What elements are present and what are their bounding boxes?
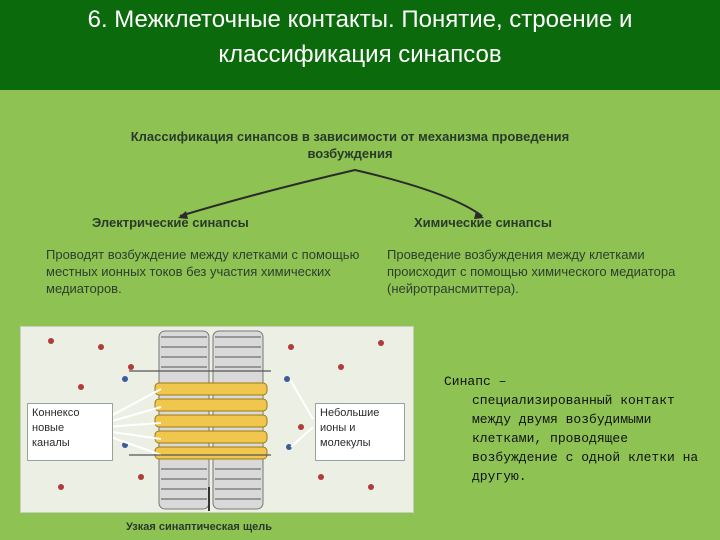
connexon-label-line-1: Коннексо [32,407,80,419]
synaptic-gap-label: Узкая синаптическая щель [126,521,273,533]
chemical-synapses-desc: Проведение возбуждения между клетками пр… [387,247,676,296]
connexon-label-line-2: новые [32,422,65,434]
electrical-synapses-title: Электрические синапсы [92,215,249,230]
pointer-lines [104,380,314,456]
membrane-stripes [161,336,261,500]
classification-tree-lines [178,168,484,219]
ion-dots [48,338,384,490]
tree-branch-line [179,168,483,217]
arrow-left-head [178,211,188,219]
ions-label-line-3: молекулы [320,437,371,449]
synapse-figure: Коннексо новые каналы Небольшие ионы и м… [20,326,414,513]
chemical-synapses-title: Химические синапсы [414,215,552,230]
slide-title-line-1: 6. Межклеточные контакты. Понятие, строе… [87,6,633,33]
ions-label-line-2: ионы и [320,422,356,434]
arrow-right-head [474,211,484,219]
definition-term: Синапс – [444,374,507,389]
slide-title-line-2: классификация синапсов [218,41,502,68]
definition-body: специализированный контакт между двумя в… [472,393,699,484]
ion-flow-arrows [129,370,271,456]
connexon-channels [154,382,268,460]
electrical-synapses-desc: Проводят возбуждение между клетками с по… [46,247,360,296]
classification-title: Классификация синапсов в зависимости от … [130,129,570,161]
slide-content: Классификация синапсов в зависимости от … [0,90,720,540]
synapse-illustration [48,330,384,511]
connexon-channels-label: Коннексо новые каналы [27,403,113,461]
slide-title-bar: 6. Межклеточные контакты. Понятие, строе… [0,0,720,90]
ions-label-line-1: Небольшие [320,407,380,419]
small-ions-label: Небольшие ионы и молекулы [315,403,405,461]
synapse-definition: Синапс – специализированный контакт межд… [444,372,704,486]
connexon-label-line-3: каналы [32,437,70,449]
